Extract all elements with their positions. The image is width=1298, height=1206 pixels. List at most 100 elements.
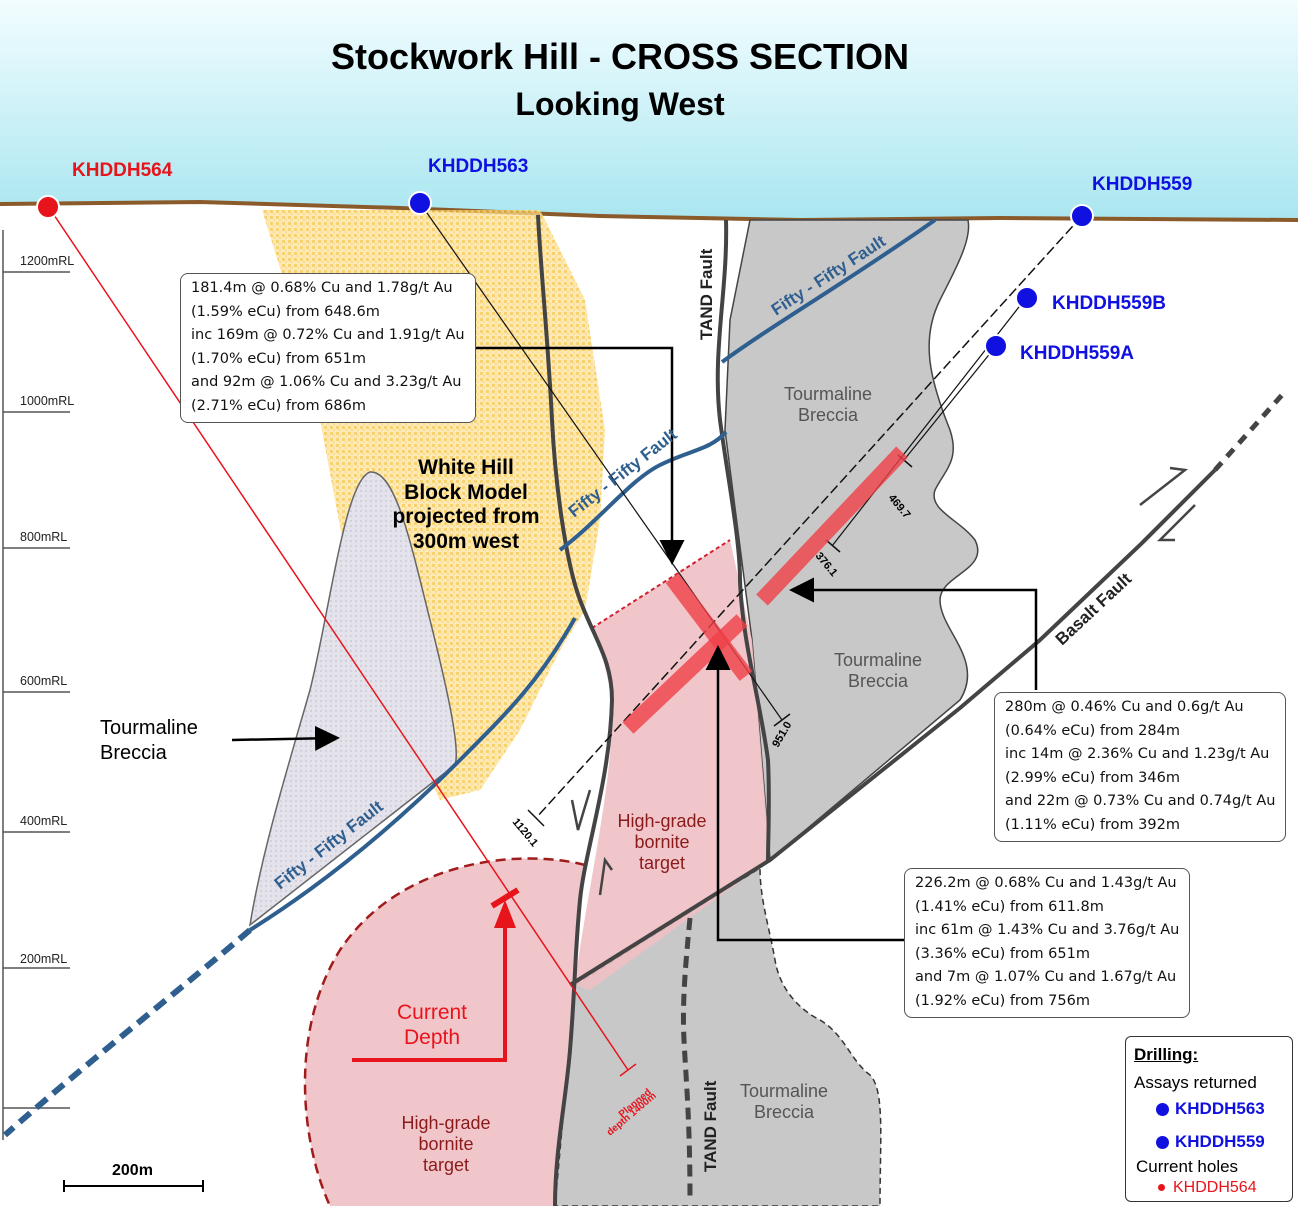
tand-fault-lower-label: TAND Fault [701,1080,720,1172]
legend-current-label: Current holes [1136,1157,1239,1176]
khddh563-end-tick [773,713,791,727]
callout-line: (1.70% eCu) from 651m [191,350,366,367]
callout-line: inc 61m @ 1.43% Cu and 3.76g/t Au [915,922,1180,939]
legend-hole3: KHDDH564 [1158,1179,1257,1197]
geo-line: Current [396,1001,468,1024]
fifty-fifty-fault-mid [558,430,728,552]
geo-line: Tourmaline [783,384,873,404]
central-fault-arrow-up [598,856,614,896]
depth-1120: 1120.1 [510,816,540,849]
legend-hole2-label: KHDDH559 [1175,1132,1265,1151]
callout-line: (1.11% eCu) from 392m [1005,816,1180,833]
geo-line: projected from [392,505,540,528]
target-lower-label: High-grade bornite target [384,1113,508,1176]
legend-heading: Drilling: [1134,1045,1199,1064]
tand-fault-upper-label: TAND Fault [697,248,716,340]
khddh564-collar [36,195,60,219]
target-upper-label: High-grade bornite target [600,811,724,874]
geo-line: target [422,1155,470,1175]
geo-line: Breccia [753,1102,815,1122]
fifty-fifty-fault-lower-dashed [3,927,252,1138]
callout-line: inc 14m @ 2.36% Cu and 1.23g/t Au [1005,746,1270,763]
callout-line: 280m @ 0.46% Cu and 0.6g/t Au [1005,699,1244,715]
central-fault [536,214,615,1206]
fifty-fifty-fault-upper [720,218,937,364]
legend-hole1: KHDDH563 [1156,1099,1265,1119]
geo-line: High-grade [401,1113,491,1133]
legend-assays-label: Assays returned [1134,1073,1257,1092]
khddh559b-end-tick [825,539,841,553]
bornite-target-lower [305,858,585,1206]
rl-400: 400mRL [20,814,68,828]
drilling-legend: Drilling: Assays returned KHDDH563 KHDDH… [1125,1036,1293,1202]
khddh563-label: KHDDH563 [428,156,529,177]
legend-blue-dot-icon [1156,1103,1169,1117]
geo-line: Block Model [404,480,528,504]
tand-fault-lower [680,917,693,1201]
khddh563-collar [408,191,432,215]
tourmaline-breccia-ne-label: Tourmaline Breccia [768,384,888,426]
tourmaline-breccia-w-label: Tourmaline Breccia [100,716,228,766]
geo-line: 300m west [412,529,520,553]
callout-line: (0.64% eCu) from 284m [1005,722,1180,739]
khddh559a-collar [984,334,1008,358]
tourmaline-breccia-west [248,471,458,927]
current-depth-arrowhead [494,900,516,928]
tand-fault-upper [715,219,771,861]
callout-563-leader [460,346,685,565]
khddh559-trace [535,215,1083,819]
callout-559b-leader [789,577,1038,690]
figure-title: Stockwork Hill - CROSS SECTION [330,36,910,77]
geo-line: White Hill [418,456,514,479]
rl-1200: 1200mRL [20,254,75,268]
khddh559b-collar [1015,286,1039,310]
khddh559-label: KHDDH559 [1092,174,1193,195]
ground-surface-line [0,199,1298,223]
scale-bar-label: 200m [112,1162,153,1179]
callout-line: 181.4m @ 0.68% Cu and 1.78g/t Au [191,280,453,296]
basalt-fault [568,468,1217,987]
bornite-target-lower-outline [303,857,586,1206]
khddh564-planned-end [619,1063,637,1077]
khddh563-assay-callout: 181.4m @ 0.68% Cu and 1.78g/t Au (1.59% … [180,273,476,423]
basalt-fault-arrow-up [1139,466,1189,506]
sky-band [0,0,1298,220]
khddh559b-assay-callout: 280m @ 0.46% Cu and 0.6g/t Au (0.64% eCu… [994,692,1287,842]
rl-600: 600mRL [20,674,68,688]
geo-line: High-grade [617,811,707,831]
basalt-fault-label: Basalt Fault [1052,569,1136,649]
khddh559-end-tick [527,809,545,827]
callout-559-leader [705,645,905,942]
fifty-fifty-fault-lower [248,617,577,932]
geo-line: Breccia [797,405,859,425]
geo-line: Breccia [847,671,909,691]
geo-line: Breccia [100,742,167,764]
khddh559-intercept [622,614,748,734]
geo-line: bornite [634,832,690,852]
callout-line: (1.92% eCu) from 756m [915,992,1090,1009]
legend-hole2: KHDDH559 [1156,1132,1265,1152]
callout-line: inc 169m @ 0.72% Cu and 1.91g/t Au [191,327,465,344]
khddh564-trace [47,205,629,1071]
khddh559a-trace [903,345,997,461]
tourmaline-breccia-e-label: Tourmaline Breccia [818,650,938,692]
central-fault-arrow-down [570,789,592,831]
khddh559b-intercept [756,446,908,606]
geo-line: bornite [418,1134,474,1154]
geo-line: Tourmaline [833,650,923,670]
callout-line: (3.36% eCu) from 651m [915,945,1090,962]
rl-800: 800mRL [20,530,68,544]
geo-line: Tourmaline [739,1081,829,1101]
khddh559b-label: KHDDH559B [1052,293,1167,314]
khddh559-assay-callout: 226.2m @ 0.68% Cu and 1.43g/t Au (1.41% … [904,868,1191,1018]
white-hill-label: White Hill Block Model projected from 30… [368,456,564,554]
bornite-target-upper-top-dashed [591,539,731,629]
khddh559a-label: KHDDH559A [1020,343,1135,364]
legend-hole1-label: KHDDH563 [1175,1099,1265,1118]
legend-blue-dot-icon [1156,1136,1169,1150]
callout-line: and 22m @ 0.73% Cu and 0.74g/t Au [1005,793,1276,810]
callout-line: (1.59% eCu) from 648.6m [191,303,380,320]
rl-axis [2,230,70,1140]
geo-line: Tourmaline [100,717,198,739]
